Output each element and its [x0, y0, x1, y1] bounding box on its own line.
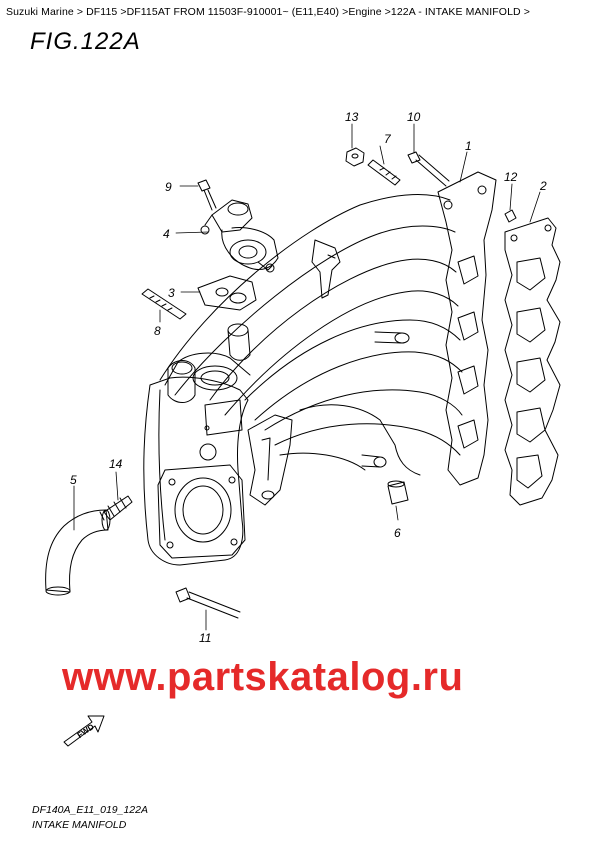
callout-13[interactable]: 13	[345, 110, 359, 124]
hose-part-5[interactable]	[45, 509, 111, 596]
bolt-part-9[interactable]	[197, 179, 217, 211]
callout-9[interactable]: 9	[165, 180, 172, 194]
bracket	[311, 239, 341, 299]
nut-part-13[interactable]	[345, 147, 365, 167]
clamp-part-14[interactable]	[99, 495, 133, 521]
callout-7[interactable]: 7	[384, 132, 392, 146]
stud-part-8[interactable]	[141, 288, 187, 320]
callout-10[interactable]: 10	[407, 110, 421, 124]
callout-14[interactable]: 14	[109, 457, 123, 471]
figure-title: FIG.122A	[30, 28, 141, 55]
throttle-flange	[157, 464, 246, 559]
bolt-part-10[interactable]	[407, 151, 450, 187]
dowel-pin-part-12[interactable]	[504, 209, 517, 223]
gasket-part-3[interactable]	[197, 275, 257, 311]
collar-part-6[interactable]	[387, 480, 409, 505]
callout-6[interactable]: 6	[394, 526, 401, 540]
fwd-arrow	[63, 715, 105, 747]
vacuum-nipples	[361, 331, 410, 468]
callout-8[interactable]: 8	[154, 324, 161, 338]
callouts: 1 2 3 4 5 6 7 8 9 10 11 12 13 14	[70, 110, 547, 645]
leader-lines	[73, 123, 541, 631]
callout-4[interactable]: 4	[163, 227, 170, 241]
bolt-part-11[interactable]	[175, 587, 241, 619]
manifold-flange	[437, 171, 497, 486]
callout-5[interactable]: 5	[70, 473, 77, 487]
iac-valve-part-4[interactable]	[200, 199, 279, 273]
figure-name: INTAKE MANIFOLD	[32, 819, 127, 831]
callout-12[interactable]: 12	[504, 170, 518, 184]
gasket-part-2[interactable]	[504, 217, 561, 506]
callout-2[interactable]: 2	[539, 179, 547, 193]
support-rib	[247, 414, 293, 506]
iac-boss	[227, 323, 251, 361]
stud-part-7[interactable]	[367, 159, 401, 186]
plenum-body	[143, 352, 251, 566]
callout-11[interactable]: 11	[199, 631, 211, 645]
callout-3[interactable]: 3	[168, 286, 175, 300]
fwd-label: FWD	[76, 722, 96, 740]
manifold-runners	[159, 194, 463, 476]
figure-code: DF140A_E11_019_122A	[32, 804, 148, 816]
watermark: www.partskatalog.ru	[62, 655, 464, 699]
callout-1[interactable]: 1	[465, 139, 472, 153]
breadcrumb[interactable]: Suzuki Marine > DF115 >DF115AT FROM 1150…	[6, 6, 530, 18]
